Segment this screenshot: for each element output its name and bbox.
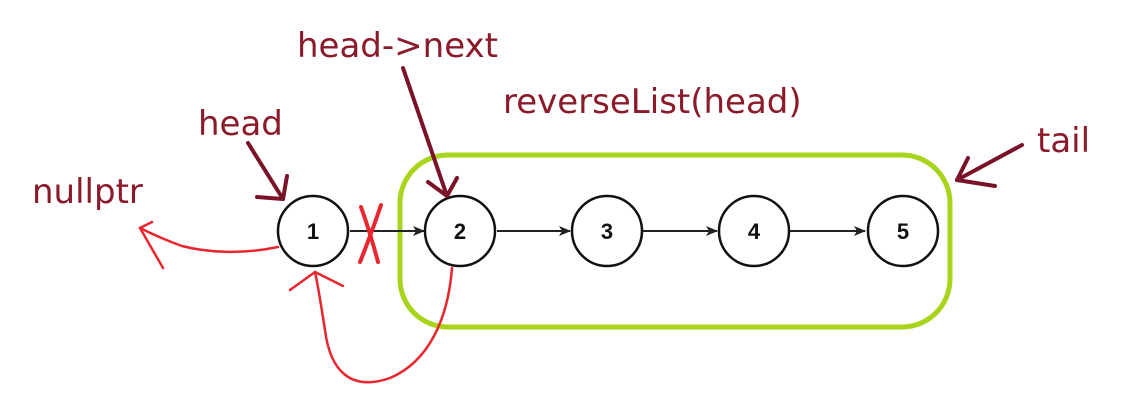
list-node: 4: [717, 194, 791, 268]
node-label: 5: [897, 219, 909, 244]
node-label: 3: [601, 219, 613, 244]
head-next-label: head->next: [297, 26, 498, 66]
node-label: 1: [307, 219, 319, 244]
node1-to-nullptr-arrow: [138, 220, 280, 270]
head-next-arrow: [401, 66, 459, 198]
node-label: 4: [748, 219, 761, 244]
list-node: 5: [866, 194, 940, 268]
tail-arrow: [955, 143, 1024, 188]
node2-to-node1-arrow: [288, 266, 454, 384]
node-label: 2: [454, 219, 466, 244]
list-node: 2: [423, 194, 497, 268]
head-label: head: [198, 104, 283, 144]
head-arrow: [246, 141, 289, 201]
list-node: 1: [276, 194, 350, 268]
red-x-icon: [358, 203, 383, 264]
list-node: 3: [570, 194, 644, 268]
recursive-call-label: reverseList(head): [503, 82, 802, 122]
sublist-outline: [397, 152, 953, 330]
nullptr-label: nullptr: [32, 172, 143, 212]
tail-label: tail: [1037, 121, 1090, 161]
